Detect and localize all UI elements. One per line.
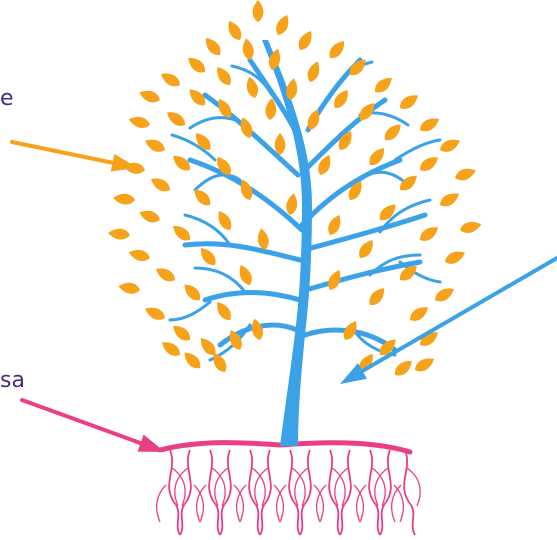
branch bbox=[190, 118, 235, 128]
leaf bbox=[170, 222, 194, 244]
leaf bbox=[372, 74, 396, 96]
leaf bbox=[143, 136, 167, 155]
tree-branches bbox=[170, 40, 440, 446]
root bbox=[252, 468, 265, 506]
leaf bbox=[148, 174, 172, 194]
leaf bbox=[397, 91, 421, 112]
root bbox=[157, 485, 166, 522]
root bbox=[375, 468, 388, 506]
branch bbox=[360, 172, 408, 185]
leaf bbox=[213, 64, 234, 88]
root-arrow bbox=[22, 400, 165, 452]
leaf bbox=[356, 237, 377, 261]
leaf bbox=[453, 165, 477, 183]
leaf bbox=[366, 285, 388, 309]
leaf bbox=[127, 247, 151, 263]
leaf bbox=[213, 299, 234, 323]
leaf bbox=[159, 338, 183, 359]
leaf bbox=[443, 248, 467, 267]
branch bbox=[195, 175, 240, 190]
leaf bbox=[181, 349, 204, 372]
trunk-arrow-shaft bbox=[362, 258, 557, 371]
leaf bbox=[137, 207, 161, 225]
root bbox=[175, 468, 188, 506]
root bbox=[392, 485, 401, 522]
leaf bbox=[392, 357, 416, 379]
leaf bbox=[137, 87, 161, 105]
leaf-arrow-shaft bbox=[12, 142, 113, 163]
leaf bbox=[170, 152, 194, 174]
leaf bbox=[305, 59, 323, 83]
tree-leaves bbox=[108, 0, 483, 379]
leaf bbox=[432, 284, 456, 304]
leaf bbox=[417, 153, 441, 174]
leaf bbox=[202, 35, 224, 59]
branch bbox=[205, 293, 300, 301]
leaf-arrow bbox=[12, 142, 138, 172]
leaf bbox=[108, 228, 131, 241]
leaf bbox=[412, 354, 436, 374]
root bbox=[335, 468, 348, 506]
root bbox=[215, 468, 228, 506]
leaf bbox=[273, 13, 292, 37]
leaf bbox=[326, 38, 348, 62]
root bbox=[332, 468, 345, 506]
root bbox=[255, 468, 268, 506]
leaf bbox=[417, 223, 441, 244]
root bbox=[212, 468, 225, 506]
leaf bbox=[185, 54, 209, 76]
leaf bbox=[438, 136, 462, 155]
leaf bbox=[241, 37, 255, 61]
root bbox=[394, 485, 403, 522]
trunk-arrow bbox=[340, 258, 557, 384]
leaf bbox=[158, 69, 182, 89]
root bbox=[292, 468, 305, 506]
leaf bbox=[181, 281, 204, 304]
leaf bbox=[153, 264, 177, 284]
leaf bbox=[224, 18, 244, 42]
leaf bbox=[253, 0, 264, 22]
leaf bbox=[295, 28, 315, 52]
leaf bbox=[417, 114, 441, 134]
leaf bbox=[397, 172, 421, 194]
leaf bbox=[127, 114, 151, 130]
leaf bbox=[275, 133, 286, 155]
leaf bbox=[381, 121, 404, 144]
leaf bbox=[197, 245, 219, 269]
roots bbox=[157, 443, 421, 535]
leaf bbox=[113, 193, 136, 206]
leaf bbox=[376, 201, 399, 224]
leaf bbox=[143, 304, 167, 323]
root bbox=[407, 468, 420, 506]
leaf bbox=[164, 108, 188, 129]
root-arrow-head bbox=[137, 435, 165, 452]
leaf bbox=[407, 303, 431, 324]
branch bbox=[170, 302, 210, 320]
branch bbox=[395, 140, 440, 160]
leaf bbox=[170, 322, 194, 344]
root bbox=[172, 468, 185, 506]
leaf bbox=[437, 189, 461, 209]
root bbox=[295, 468, 308, 506]
root-arrow-shaft bbox=[22, 400, 141, 443]
leaf bbox=[459, 219, 483, 235]
root bbox=[372, 468, 385, 506]
leaf bbox=[325, 213, 344, 237]
leaf bbox=[117, 281, 141, 295]
root bbox=[404, 450, 415, 535]
leaf bbox=[285, 192, 299, 216]
branch bbox=[195, 268, 245, 292]
